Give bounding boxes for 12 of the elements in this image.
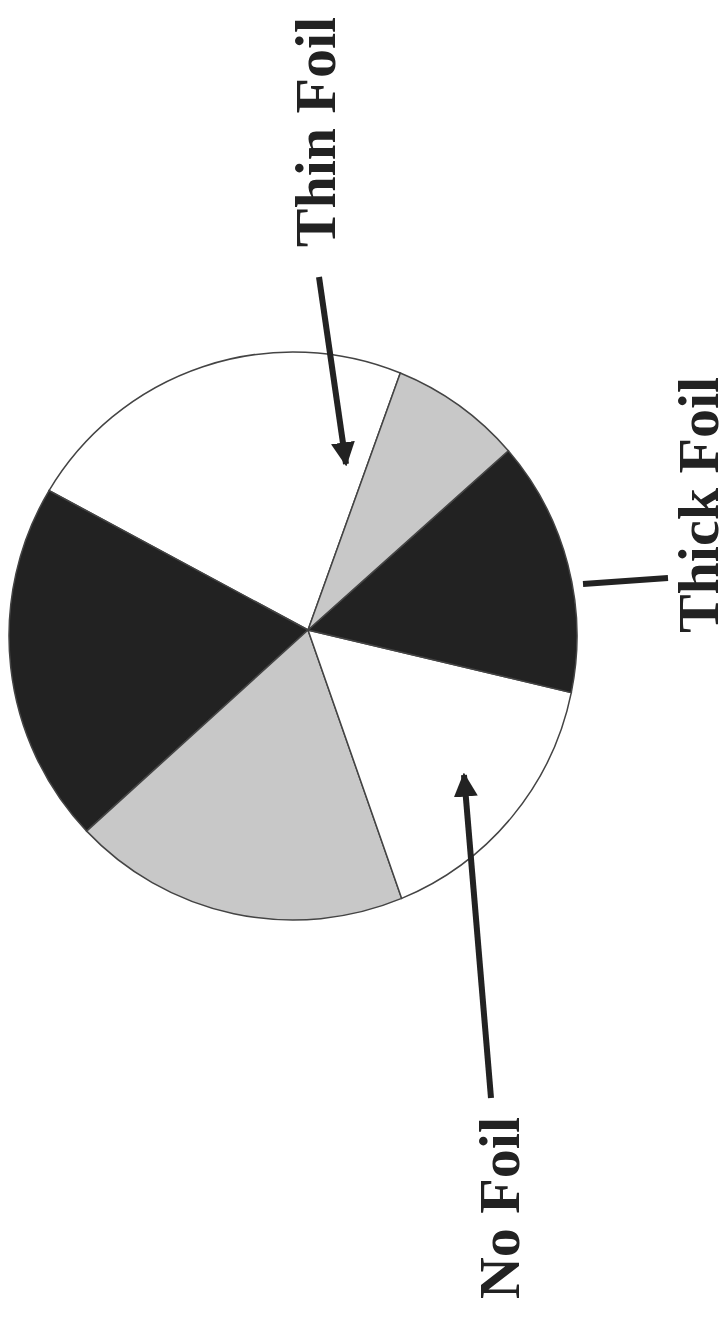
pie-sector xyxy=(8,489,309,832)
leader-label: No Foil xyxy=(471,1117,529,1299)
pie-sector xyxy=(307,450,578,694)
pie-sector xyxy=(48,351,402,631)
leader-line xyxy=(316,276,355,467)
leader-line xyxy=(582,575,669,587)
pie-sector xyxy=(307,372,510,631)
leader-line xyxy=(453,772,494,1099)
pie-sector xyxy=(85,629,403,921)
pie-sector xyxy=(307,629,573,900)
leader-label: Thick Foil xyxy=(670,376,722,634)
leader-label: Thin Foil xyxy=(287,16,345,248)
